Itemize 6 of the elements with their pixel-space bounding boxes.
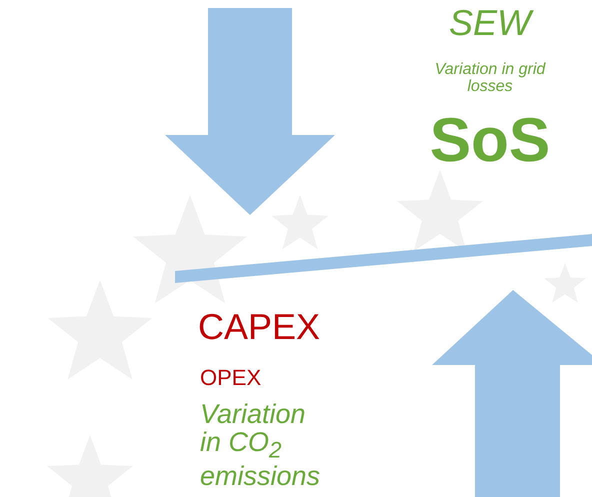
caption-text: Variation in CO$_{2}$ emissions (200, 400, 322, 491)
caption-text: Variation in grid losses (434, 62, 547, 96)
heading-text: SoS (428, 108, 552, 174)
heading-text: CAPEX (198, 308, 322, 346)
heading-text: OPEX (200, 366, 262, 390)
heading-text: SEW (400, 4, 580, 42)
